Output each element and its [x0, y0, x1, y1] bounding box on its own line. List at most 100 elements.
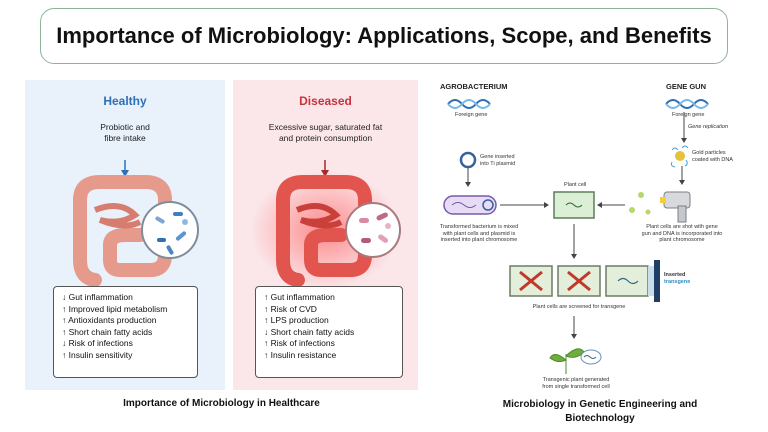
- diseased-colon: [276, 175, 372, 277]
- healthy-small-intestine: [93, 203, 142, 229]
- bacterium-icon: [443, 195, 497, 215]
- diseased-effect: ↑ Insulin resistance: [264, 349, 337, 360]
- bacterium-plasmid-icon: [482, 199, 494, 211]
- particle-burst: [629, 207, 635, 213]
- title-banner: Importance of Microbiology: Applications…: [40, 8, 728, 64]
- healthy-effect: ↓ Gut inflammation: [62, 292, 133, 302]
- particle-burst: [645, 209, 651, 215]
- diseased-microbe-lens: [345, 202, 401, 258]
- gene-inserted-label: Gene inserted into Ti plasmid: [480, 154, 515, 167]
- healthy-microbe-lens: [141, 201, 199, 259]
- healthy-microbe: [182, 219, 188, 225]
- diseased-intake-line1: Excessive sugar, saturated fat: [268, 122, 383, 132]
- diseased-effect: ↑ LPS production: [264, 315, 329, 326]
- plant-dna: [583, 355, 597, 359]
- plant-dna-bubble: [580, 349, 602, 365]
- gene-gun-nozzle: [660, 197, 666, 203]
- healthcare-caption: Importance of Microbiology in Healthcare: [123, 398, 320, 409]
- gene-replication-label: Gene replication: [688, 124, 729, 130]
- diseased-heading: Diseased: [299, 94, 352, 108]
- diseased-effect: ↑ Gut inflammation: [264, 292, 335, 302]
- transgenic-line1: Transgenic plant generated: [542, 377, 610, 383]
- transgene-text: transgene: [664, 278, 691, 285]
- gene-inserted-line1: Gene inserted: [480, 154, 515, 160]
- healthy-gut-illustration: [73, 160, 199, 287]
- healthy-intake: Probiotic and fibre intake: [25, 122, 225, 144]
- transgenic-plant-icon: [549, 348, 585, 374]
- bacterium-dna: [451, 202, 477, 208]
- magnifier-icon: [654, 260, 660, 302]
- healthy-colon-ascending: [73, 193, 102, 287]
- healthy-microbe: [173, 212, 183, 216]
- diseased-microbe: [359, 218, 369, 223]
- healthy-microbe: [155, 216, 165, 224]
- gold-particles-label: Gold particles coated with DNA: [692, 150, 733, 163]
- healthy-intake-line2: fibre intake: [104, 133, 146, 143]
- inserted-transgene-label: Inserted transgene: [664, 272, 690, 285]
- healthy-effects-list: ↓ Gut inflammation ↑ Improved lipid meta…: [53, 286, 198, 378]
- genetic-engineering-diagram: AGROBACTERIUM GENE GUN Foreign gene Fore…: [428, 74, 758, 394]
- diseased-gut-illustration: [250, 160, 401, 290]
- plasmid-icon: [459, 151, 477, 169]
- transformed-line3: inserted into plant chromosome: [440, 237, 518, 243]
- genetic-caption-line1: Microbiology in Genetic Engineering and: [502, 399, 698, 410]
- shot-line3: plant chromosome: [659, 237, 705, 243]
- diseased-microbe: [378, 234, 389, 243]
- diseased-panel: Diseased Excessive sugar, saturated fat …: [233, 80, 418, 390]
- healthy-panel: Healthy Probiotic and fibre intake ↓ Gut…: [25, 80, 225, 390]
- genetic-caption: Microbiology in Genetic Engineering and …: [450, 398, 750, 426]
- page-title: Importance of Microbiology: Applications…: [56, 23, 712, 48]
- shot-line2: gun and DNA is incorporated into: [641, 230, 723, 237]
- healthy-effect: ↑ Insulin sensitivity: [62, 349, 133, 360]
- healthy-effect: ↓ Risk of infections: [62, 338, 133, 349]
- plant-cell-dna: [565, 202, 583, 208]
- shot-line1: Plant cells are shot with gene: [646, 224, 718, 230]
- dna-left-icon: [447, 99, 491, 109]
- gold-line2: coated with DNA: [692, 156, 733, 163]
- foreign-gene-right-label: Foreign gene: [672, 112, 705, 118]
- diseased-intake: Excessive sugar, saturated fat and prote…: [233, 122, 418, 144]
- gold-particle-icon: [675, 151, 685, 161]
- diseased-colon-ascending: [276, 193, 305, 287]
- diseased-microbe: [376, 212, 388, 221]
- healthy-microbe: [166, 245, 174, 255]
- gold-particle-dna: [670, 145, 689, 168]
- healthy-effect: ↑ Antioxidants production: [62, 315, 157, 326]
- healthy-arrowhead: [121, 170, 129, 177]
- gene-gun-shot-label: Plant cells are shot with gene gun and D…: [636, 224, 728, 244]
- reject-x-icon: [567, 270, 591, 292]
- transgenic-plant-label: Transgenic plant generated from single t…: [534, 377, 618, 390]
- screened-cell-accepted: [605, 265, 649, 297]
- healthy-microbe: [175, 231, 187, 241]
- genetic-caption-line2: Biotechnology: [565, 413, 635, 424]
- agrobacterium-label: AGROBACTERIUM: [440, 82, 508, 91]
- dna-right-icon-strand: [665, 99, 709, 109]
- healthy-colon: [73, 175, 172, 277]
- transformed-line1: Transformed bacterium is mixed: [439, 224, 519, 230]
- gene-gun-handle: [677, 205, 687, 223]
- magnifier-beam: [648, 266, 654, 296]
- diseased-intake-line2: and protein consumption: [278, 133, 373, 143]
- gene-gun-label: GENE GUN: [666, 82, 707, 91]
- diseased-small-intestine: [295, 203, 343, 229]
- diseased-effect: ↑ Risk of infections: [264, 338, 335, 349]
- gold-line1: Gold particles: [692, 150, 726, 156]
- diseased-microbe: [385, 223, 391, 229]
- healthy-microbe: [157, 238, 166, 242]
- diseased-microbe: [361, 238, 371, 243]
- dna-left-icon-strand: [447, 99, 491, 109]
- plant-cell-label: Plant cell: [564, 182, 587, 188]
- foreign-gene-left-label: Foreign gene: [455, 112, 488, 118]
- diseased-effect: ↑ Risk of CVD: [264, 303, 317, 314]
- gene-inserted-line2: into Ti plasmid: [480, 160, 516, 167]
- transgene-dna: [617, 277, 639, 285]
- particle-burst: [638, 192, 644, 198]
- transformed-line2: with plant cells and plasmid is: [442, 230, 516, 237]
- healthy-heading: Healthy: [103, 94, 147, 108]
- healthy-effect: ↑ Short chain fatty acids: [62, 326, 153, 337]
- genetic-diagram-graphics: [443, 99, 709, 374]
- healthy-intake-line1: Probiotic and: [100, 122, 150, 132]
- diseased-effect: ↓ Short chain fatty acids: [264, 326, 355, 337]
- diseased-effects-list: ↑ Gut inflammation ↑ Risk of CVD ↑ LPS p…: [255, 286, 403, 378]
- dna-right-icon: [665, 99, 709, 109]
